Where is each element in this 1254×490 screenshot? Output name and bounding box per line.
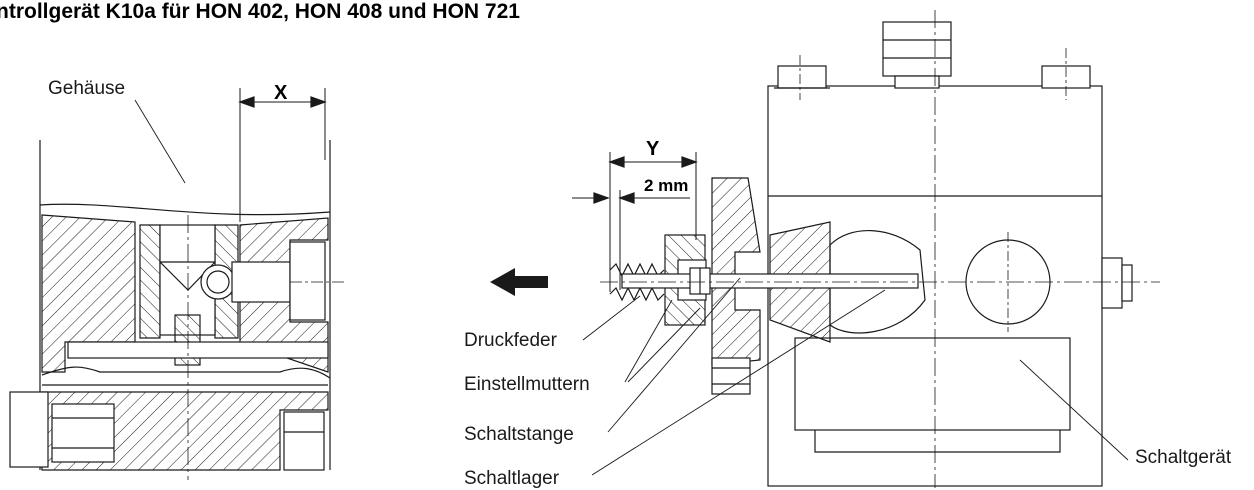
label-gehaeuse: Gehäuse: [48, 78, 126, 99]
dimension-x-label: X: [274, 82, 288, 104]
label-schaltlager: Schaltlager: [464, 468, 560, 489]
dimension-y-label: Y: [646, 138, 660, 160]
figure-title: ntrollgerät K10a für HON 402, HON 408 un…: [0, 0, 520, 23]
dimension-2mm-label: 2 mm: [644, 176, 689, 195]
label-schaltstange: Schaltstange: [464, 424, 574, 445]
right-section-view: [490, 10, 1160, 488]
left-section-view: [9, 88, 345, 480]
label-schaltgeraet: Schaltgerät: [1135, 447, 1232, 468]
label-druckfeder: Druckfeder: [464, 330, 557, 351]
label-einstellmuttern: Einstellmuttern: [464, 374, 590, 395]
